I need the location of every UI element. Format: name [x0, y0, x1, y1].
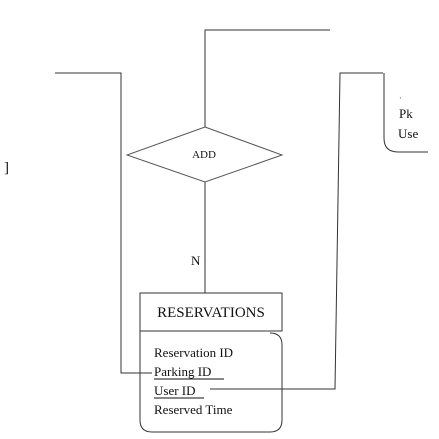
relationship-diamond: [125, 126, 284, 183]
partial-entity-dot: ·: [399, 94, 402, 103]
attribute-list: Reservation ID Parking ID User ID Reserv…: [154, 345, 233, 417]
line-user-id-link: [210, 72, 383, 390]
partial-entity: · Pk Use: [383, 73, 428, 153]
partial-entity-border: [383, 73, 428, 153]
attribute-box: [139, 331, 283, 433]
partial-entity-accent-text: Pk: [399, 106, 413, 121]
attribute-parking-id: Parking ID: [154, 364, 211, 379]
entity-reservations: RESERVATIONS Reservation ID Parking ID U…: [139, 292, 283, 433]
line-parking-id-link: [55, 72, 152, 374]
attribute-reservation-id: Reservation ID: [154, 345, 233, 360]
relationship-label: ADD: [192, 149, 216, 161]
attribute-reserved-time: Reserved Time: [154, 402, 233, 417]
entity-header-box: [139, 292, 283, 332]
entity-name: RESERVATIONS: [157, 305, 265, 321]
relationship-add: ADD: [125, 126, 284, 183]
connector-lines: [55, 29, 383, 390]
attribute-user-id: User ID: [154, 383, 196, 398]
cardinality-label: N: [191, 253, 201, 268]
left-edge-mark: ]: [4, 160, 9, 176]
line-diamond-to-top: [204, 29, 330, 127]
partial-entity-text: Use: [398, 126, 418, 141]
